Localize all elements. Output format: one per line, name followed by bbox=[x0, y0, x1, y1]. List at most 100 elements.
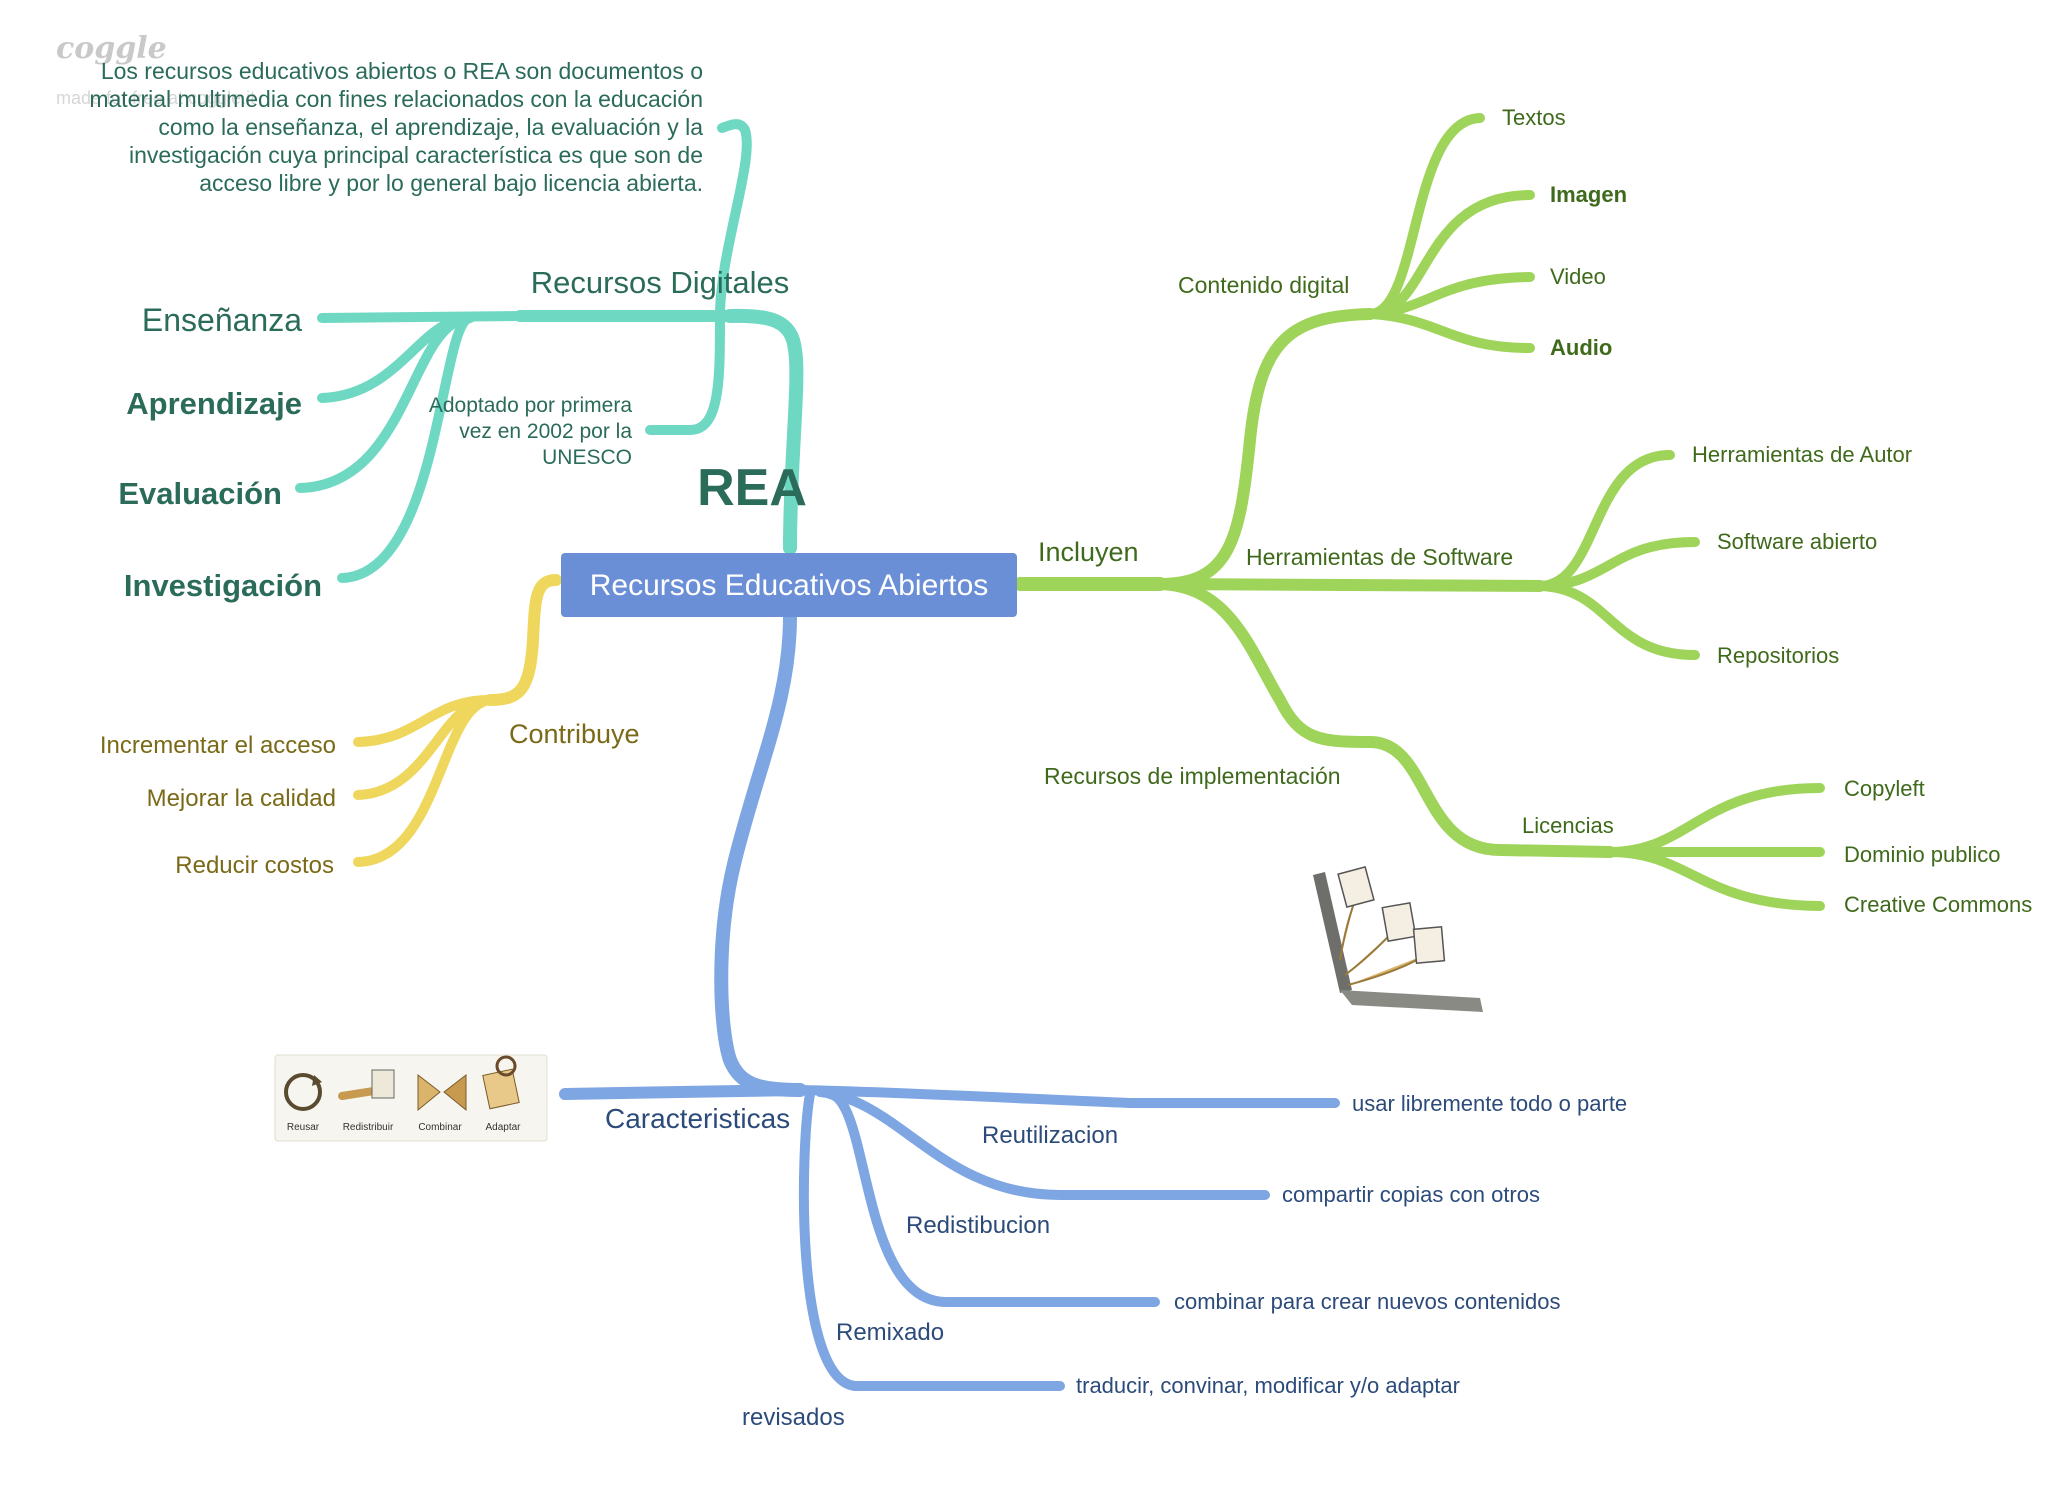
caracteristicas-node[interactable]: Caracteristicas bbox=[605, 1103, 790, 1134]
coggle-watermark: coggle made for free at coggle.it bbox=[56, 31, 255, 108]
recursos-implementacion-node[interactable]: Recursos de implementación bbox=[1044, 763, 1341, 789]
recursos-digitales-node[interactable]: Recursos Digitales bbox=[531, 265, 789, 300]
green-branch-copyleft bbox=[1605, 783, 1825, 857]
reuse-icon bbox=[284, 1073, 322, 1111]
node-video[interactable]: Video bbox=[1550, 264, 1606, 289]
rea-title[interactable]: REA bbox=[697, 459, 807, 517]
branch-lines bbox=[295, 113, 1825, 1391]
icon-caption: Redistribuir bbox=[343, 1122, 394, 1133]
green-branch-implementacion bbox=[1154, 578, 1376, 748]
unesco-line: UNESCO bbox=[542, 446, 632, 469]
node-creative-commons[interactable]: Creative Commons bbox=[1844, 892, 2032, 917]
node-software-abierto[interactable]: Software abierto bbox=[1717, 529, 1877, 554]
node-textos[interactable]: Textos bbox=[1502, 105, 1566, 130]
unesco-line: vez en 2002 por la bbox=[459, 420, 632, 443]
icons-strip-background bbox=[274, 1054, 548, 1142]
licencias-node[interactable]: Licencias bbox=[1522, 813, 1614, 838]
yellow-branch-main bbox=[484, 574, 562, 706]
node-incrementar-acceso[interactable]: Incrementar el acceso bbox=[100, 732, 336, 759]
green-branch-audio bbox=[1365, 309, 1535, 353]
laptop-base bbox=[1340, 990, 1483, 1012]
incluyen-node[interactable]: Incluyen bbox=[1038, 537, 1139, 567]
reuse-icon-arrow bbox=[312, 1075, 322, 1086]
blue-branch-revisados bbox=[798, 1089, 1065, 1391]
blue-branch-reutilizacion bbox=[795, 1085, 1340, 1108]
description-line: Los recursos educativos abiertos o REA s… bbox=[101, 58, 703, 84]
green-branch-licencias bbox=[1364, 736, 1616, 858]
unesco-line: Adoptado por primera bbox=[429, 394, 632, 417]
adapt-icon-lens bbox=[495, 1055, 517, 1077]
green-branch-software bbox=[1154, 578, 1546, 592]
teal-branch-evaluacion bbox=[295, 313, 475, 493]
node-remixado[interactable]: Remixado bbox=[836, 1319, 944, 1346]
yellow-branch-costos bbox=[353, 695, 495, 867]
description-line: material multimedia con fines relacionad… bbox=[89, 86, 703, 112]
document-icon bbox=[1337, 866, 1375, 908]
adapt-icon bbox=[482, 1055, 520, 1110]
redistribute-icon bbox=[338, 1069, 395, 1100]
node-imagen[interactable]: Imagen bbox=[1550, 182, 1627, 207]
blue-branch-main bbox=[714, 609, 807, 1097]
watermark-subtitle: made for free at coggle.it bbox=[56, 88, 255, 108]
detail-remixado[interactable]: combinar para crear nuevos contenidos bbox=[1174, 1289, 1560, 1314]
center-node[interactable]: Recursos Educativos Abiertos bbox=[561, 553, 1017, 617]
icon-caption: Combinar bbox=[418, 1122, 462, 1133]
node-reducir-costos[interactable]: Reducir costos bbox=[175, 852, 334, 879]
description-line: investigación cuya principal característ… bbox=[129, 142, 703, 168]
node-redistibucion[interactable]: Redistibucion bbox=[906, 1212, 1050, 1239]
yellow-labels: Contribuye Incrementar el acceso Mejorar… bbox=[100, 719, 640, 879]
node-ensenanza[interactable]: Enseñanza bbox=[142, 302, 302, 338]
laptop-sharing-illustration bbox=[1313, 866, 1483, 1012]
rea-description: Los recursos educativos abiertos o REA s… bbox=[89, 58, 703, 196]
redistribute-icon-doc bbox=[371, 1069, 395, 1099]
laptop-screen bbox=[1313, 872, 1352, 993]
node-copyleft[interactable]: Copyleft bbox=[1844, 776, 1925, 801]
green-branch-contenido bbox=[1154, 308, 1376, 590]
node-repositorios[interactable]: Repositorios bbox=[1717, 643, 1839, 668]
combine-icon-left bbox=[417, 1073, 441, 1112]
node-mejorar-calidad[interactable]: Mejorar la calidad bbox=[147, 785, 336, 812]
teal-branch-investigacion bbox=[337, 313, 475, 583]
blue-branch-redistibucion bbox=[815, 1087, 1270, 1200]
node-aprendizaje[interactable]: Aprendizaje bbox=[126, 386, 302, 421]
unesco-note: Adoptado por primera vez en 2002 por la … bbox=[429, 394, 632, 469]
blue-labels: Caracteristicas Reutilizacion usar libre… bbox=[605, 1091, 1627, 1431]
node-evaluacion[interactable]: Evaluación bbox=[118, 476, 282, 511]
teal-branch-description bbox=[715, 119, 752, 321]
node-reutilizacion[interactable]: Reutilizacion bbox=[982, 1122, 1118, 1149]
document-icon bbox=[1381, 901, 1417, 943]
detail-redistibucion[interactable]: compartir copias con otros bbox=[1282, 1182, 1540, 1207]
icon-caption: Reusar bbox=[287, 1122, 320, 1133]
green-branch-abierto bbox=[1535, 537, 1700, 591]
arm-icon bbox=[1339, 899, 1356, 961]
contenido-digital-node[interactable]: Contenido digital bbox=[1178, 272, 1349, 298]
combine-icon bbox=[417, 1073, 467, 1112]
detail-reutilizacion[interactable]: usar libremente todo o parte bbox=[1352, 1091, 1627, 1116]
watermark-logo: coggle bbox=[56, 31, 167, 66]
green-branch-creative bbox=[1605, 847, 1825, 911]
blue-branch-remixado bbox=[825, 1089, 1160, 1307]
four-r-icons-strip: Reusar Redistribuir Combinar Adaptar bbox=[274, 1054, 548, 1142]
green-labels: Incluyen Contenido digital Textos Imagen… bbox=[1038, 105, 2032, 917]
node-investigacion[interactable]: Investigación bbox=[124, 568, 322, 603]
adapt-icon-doc bbox=[482, 1068, 520, 1110]
center-node-label: Recursos Educativos Abiertos bbox=[590, 569, 989, 602]
description-line: acceso libre y por lo general bajo licen… bbox=[199, 170, 703, 196]
description-line: como la enseñanza, el aprendizaje, la ev… bbox=[158, 114, 703, 140]
green-branch-repositorios bbox=[1535, 581, 1700, 660]
node-revisados[interactable]: revisados bbox=[742, 1404, 845, 1431]
teal-branch-ensenanza bbox=[317, 311, 525, 323]
document-icon bbox=[1412, 926, 1446, 964]
reuse-icon-circle bbox=[284, 1073, 322, 1111]
detail-revisados[interactable]: traducir, convinar, modificar y/o adapta… bbox=[1076, 1373, 1460, 1398]
node-audio[interactable]: Audio bbox=[1550, 335, 1612, 360]
blue-branch-caracteristicas bbox=[559, 1084, 806, 1100]
teal-labels: REA Recursos Digitales Los recursos educ… bbox=[89, 58, 807, 603]
herramientas-software-node[interactable]: Herramientas de Software bbox=[1246, 544, 1513, 570]
contribuye-node[interactable]: Contribuye bbox=[509, 719, 640, 749]
node-herramientas-autor[interactable]: Herramientas de Autor bbox=[1692, 442, 1912, 467]
node-dominio-publico[interactable]: Dominio publico bbox=[1844, 842, 2001, 867]
combine-icon-right bbox=[443, 1073, 467, 1112]
teal-branch-main bbox=[723, 308, 804, 555]
